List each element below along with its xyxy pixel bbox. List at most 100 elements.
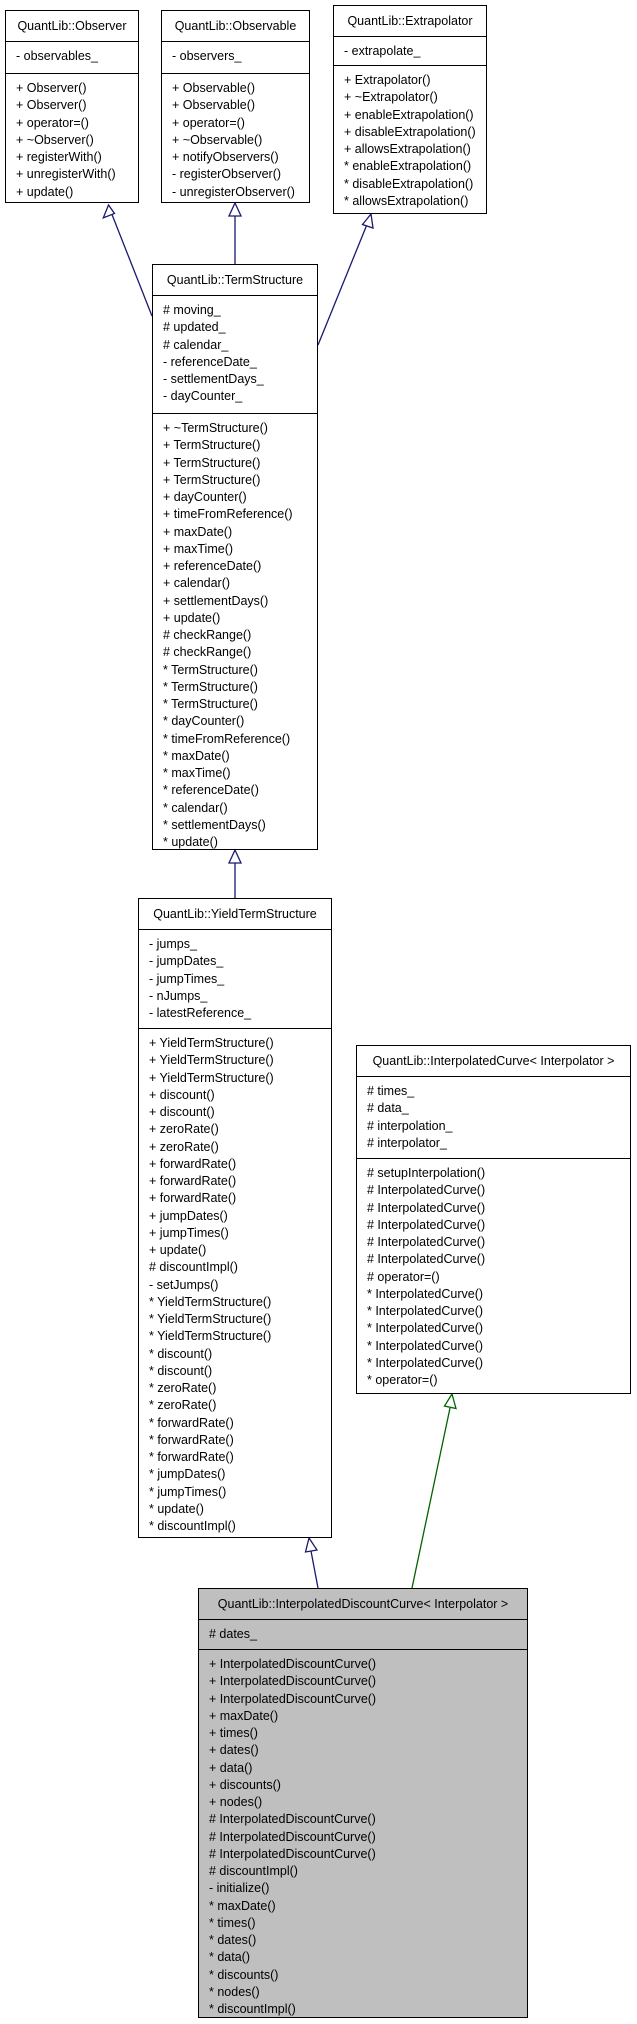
method: * InterpolatedCurve() (367, 1321, 484, 1336)
method: + operator=() (172, 115, 245, 130)
method: + maxTime() (163, 541, 234, 556)
method: * TermStructure() (163, 697, 258, 711)
method: + dates() (209, 1743, 259, 1758)
method: - setJumps() (149, 1277, 219, 1292)
method: * jumpTimes() (149, 1484, 227, 1499)
attribute: # interpolation_ (367, 1118, 453, 1133)
method: + calendar() (163, 576, 231, 591)
class-observable-title: QuantLib::Observable (162, 11, 309, 42)
class-termstructure-attributes: # moving_ # updated_ # calendar_ - refer… (153, 296, 317, 414)
method: + timeFromReference() (163, 507, 293, 522)
method: * enableExtrapolation() (344, 159, 472, 174)
class-extrapolator[interactable]: QuantLib::Extrapolator - extrapolate_ + … (333, 5, 487, 214)
method: + discount() (149, 1105, 215, 1119)
class-interpolatedcurve-attributes: # times_ # data_ # interpolation_ # inte… (357, 1077, 630, 1159)
method: * data() (209, 1950, 250, 1965)
method: # InterpolatedCurve() (367, 1235, 486, 1249)
method: + Observable() (172, 81, 256, 95)
method: # InterpolatedCurve() (367, 1217, 486, 1232)
class-observer-title: QuantLib::Observer (6, 11, 138, 42)
arrow-discountcurve-to-yieldtermstructure (310, 1550, 319, 1589)
attribute: # calendar_ (163, 337, 229, 352)
method: + forwardRate() (149, 1174, 237, 1188)
arrow-termstructure-to-extrapolator (317, 221, 369, 346)
method: * referenceDate() (163, 783, 259, 798)
class-yieldtermstructure[interactable]: QuantLib::YieldTermStructure - jumps_ - … (138, 898, 332, 1538)
method: * YieldTermStructure() (149, 1312, 272, 1326)
class-yieldtermstructure-title: QuantLib::YieldTermStructure (139, 899, 331, 930)
method: + discounts() (209, 1777, 281, 1792)
method: # operator=() (367, 1269, 440, 1284)
class-interpolateddiscountcurve[interactable]: QuantLib::InterpolatedDiscountCurve< Int… (198, 1588, 528, 2018)
attribute: - observables_ (16, 49, 98, 63)
method: # InterpolatedDiscountCurve() (209, 1829, 376, 1844)
attribute: # dates_ (209, 1627, 257, 1641)
method: + Extrapolator() (344, 73, 431, 87)
method: + ~TermStructure() (163, 421, 268, 435)
method: * maxTime() (163, 766, 231, 780)
method: * YieldTermStructure() (149, 1294, 272, 1309)
class-extrapolator-title: QuantLib::Extrapolator (334, 6, 486, 37)
method: + ~Extrapolator() (344, 90, 438, 105)
method: * update() (163, 835, 218, 849)
class-observer-attributes: - observables_ (6, 42, 138, 74)
attribute: - dayCounter_ (163, 389, 243, 404)
method: + disableExtrapolation() (344, 124, 476, 139)
method: + update() (163, 610, 221, 625)
attribute: # moving_ (163, 303, 221, 317)
arrow-termstructure-to-observer (110, 211, 153, 317)
arrowhead-observable (227, 201, 243, 217)
method: * timeFromReference() (163, 731, 291, 746)
class-termstructure[interactable]: QuantLib::TermStructure # moving_ # upda… (152, 264, 318, 850)
method: * discount() (149, 1346, 213, 1361)
class-observer[interactable]: QuantLib::Observer - observables_ + Obse… (5, 10, 139, 203)
method: # InterpolatedDiscountCurve() (209, 1812, 376, 1827)
method: + referenceDate() (163, 559, 262, 573)
arrowhead-interpolatedcurve (443, 1392, 457, 1410)
method: * discounts() (209, 1967, 279, 1982)
method: # discountImpl() (149, 1260, 238, 1275)
method: + InterpolatedDiscountCurve() (209, 1674, 377, 1689)
method: * allowsExtrapolation() (344, 193, 469, 208)
method: * TermStructure() (163, 679, 258, 694)
method: # InterpolatedCurve() (367, 1200, 486, 1215)
class-extrapolator-methods: + Extrapolator() + ~Extrapolator() + ena… (334, 66, 486, 210)
class-interpolateddiscountcurve-title: QuantLib::InterpolatedDiscountCurve< Int… (199, 1589, 527, 1620)
class-observable[interactable]: QuantLib::Observable - observers_ + Obse… (161, 10, 310, 203)
class-interpolateddiscountcurve-attributes: # dates_ (199, 1620, 527, 1650)
class-interpolatedcurve[interactable]: QuantLib::InterpolatedCurve< Interpolato… (356, 1045, 631, 1394)
class-extrapolator-attributes: - extrapolate_ (334, 37, 486, 66)
arrowhead-observer (102, 203, 116, 220)
attribute: - settlementDays_ (163, 372, 264, 386)
method: + YieldTermStructure() (149, 1053, 274, 1068)
method: + ~Observable() (172, 132, 263, 147)
arrowhead-termstructure (227, 848, 243, 864)
method: * update() (149, 1501, 204, 1516)
method: # checkRange() (163, 645, 252, 660)
method: * jumpDates() (149, 1467, 226, 1482)
method: * InterpolatedCurve() (367, 1286, 484, 1301)
method: + forwardRate() (149, 1191, 237, 1206)
method: + TermStructure() (163, 472, 261, 487)
method: # setupInterpolation() (367, 1166, 486, 1180)
method: + allowsExtrapolation() (344, 142, 471, 156)
method: * zeroRate() (149, 1381, 217, 1395)
method: + registerWith() (16, 150, 102, 164)
class-interpolateddiscountcurve-methods: + InterpolatedDiscountCurve() + Interpol… (199, 1650, 527, 2018)
method: # InterpolatedDiscountCurve() (209, 1846, 376, 1861)
method: # InterpolatedCurve() (367, 1183, 486, 1198)
method: + TermStructure() (163, 438, 261, 453)
method: * InterpolatedCurve() (367, 1355, 484, 1370)
method: * operator=() (367, 1373, 438, 1387)
attribute: - observers_ (172, 49, 242, 63)
method: * disableExtrapolation() (344, 176, 474, 191)
attribute: # times_ (367, 1084, 415, 1098)
attribute: - jumpTimes_ (149, 971, 225, 986)
class-yieldtermstructure-attributes: - jumps_ - jumpDates_ - jumpTimes_ - nJu… (139, 930, 331, 1029)
attribute: - referenceDate_ (163, 354, 257, 369)
class-yieldtermstructure-methods: + YieldTermStructure() + YieldTermStruct… (139, 1029, 331, 1535)
method: * dates() (209, 1933, 257, 1947)
method: # discountImpl() (209, 1864, 298, 1878)
method: + unregisterWith() (16, 167, 116, 182)
method: * zeroRate() (149, 1398, 217, 1413)
